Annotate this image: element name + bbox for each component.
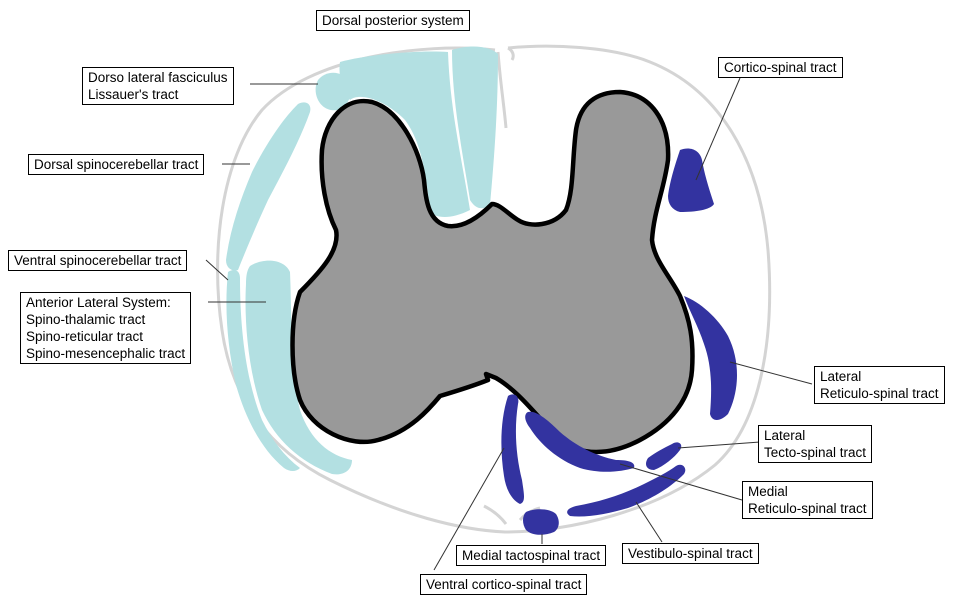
label-text-line: Lateral xyxy=(820,369,862,384)
lateral-reticulo-spinal-tract-shape xyxy=(684,296,737,420)
leader-vestibulo xyxy=(635,501,663,543)
label-text-line: Anterior Lateral System: xyxy=(26,295,171,310)
label-text-line: Dorso lateral fasciculus xyxy=(88,70,228,85)
label-lateral-tecto-spinal-tract: Lateral Tecto-spinal tract xyxy=(758,425,873,463)
leader-medial-reticulo xyxy=(619,463,743,501)
spinal-cord-outline xyxy=(216,44,772,534)
label-dorsal-spinocerebellar-tract: Dorsal spinocerebellar tract xyxy=(28,154,205,175)
label-text-line: Reticulo-spinal tract xyxy=(748,501,867,516)
medial-reticulo-spinal-tract-shape xyxy=(525,411,635,472)
dorsal-spinocerebellar-tract-shape xyxy=(226,102,311,271)
label-vestibulo-spinal-tract: Vestibulo-spinal tract xyxy=(622,543,759,564)
label-text-line: Spino-thalamic tract xyxy=(26,312,146,327)
anterior-lateral-system-tract xyxy=(245,260,352,475)
label-text-line: Medial xyxy=(748,484,788,499)
leader-ventral-cortico xyxy=(433,447,505,571)
label-text-line: Tecto-spinal tract xyxy=(764,445,867,460)
label-text-line: Lissauer's tract xyxy=(88,87,179,102)
label-cortico-spinal-tract: Cortico-spinal tract xyxy=(718,57,843,78)
dorso-lateral-fasciculus-tract xyxy=(315,72,352,111)
leader-lateral-tecto xyxy=(677,441,761,449)
label-text: Dorsal spinocerebellar tract xyxy=(34,157,199,172)
dorsal-column-tract-medial xyxy=(452,46,498,209)
leader-cortico-spinal xyxy=(695,77,741,181)
label-text: Ventral spinocerebellar tract xyxy=(14,253,182,268)
label-text-line: Lateral xyxy=(764,428,806,443)
ventral-cortico-spinal-tract-shape xyxy=(501,394,524,504)
label-text-line: Spino-reticular tract xyxy=(26,329,144,344)
label-text: Vestibulo-spinal tract xyxy=(628,546,753,561)
cortico-spinal-tract-shape xyxy=(668,148,714,212)
label-text-line: Reticulo-spinal tract xyxy=(820,386,939,401)
label-anterior-lateral-system: Anterior Lateral System: Spino-thalamic … xyxy=(20,292,192,364)
label-text: Ventral cortico-spinal tract xyxy=(426,577,582,592)
grey-matter xyxy=(290,89,695,455)
leader-ventral-spinocerebellar xyxy=(205,259,229,281)
dorsal-column-tract-lateral xyxy=(339,51,470,218)
label-medial-tactospinal-tract: Medial tactospinal tract xyxy=(456,545,607,566)
label-ventral-cortico-spinal-tract: Ventral cortico-spinal tract xyxy=(420,574,588,595)
label-lateral-reticulo-spinal-tract: Lateral Reticulo-spinal tract xyxy=(814,366,945,404)
leader-lateral-reticulo xyxy=(729,361,813,385)
label-dorsal-posterior-system: Dorsal posterior system xyxy=(316,10,470,31)
vestibulo-spinal-tract-shape xyxy=(567,464,686,517)
label-text: Cortico-spinal tract xyxy=(724,60,837,75)
label-text: Medial tactospinal tract xyxy=(462,548,601,563)
medial-tactospinal-tract-shape xyxy=(523,509,559,535)
label-medial-reticulo-spinal-tract: Medial Reticulo-spinal tract xyxy=(742,481,873,519)
ventral-spinocerebellar-tract-shape xyxy=(226,270,300,471)
lateral-tecto-spinal-tract-shape xyxy=(646,442,682,470)
dorsal-median-septum xyxy=(496,46,515,129)
label-text-line: Spino-mesencephalic tract xyxy=(26,346,186,361)
label-text: Dorsal posterior system xyxy=(322,13,464,28)
label-ventral-spinocerebellar-tract: Ventral spinocerebellar tract xyxy=(8,250,188,271)
label-dorso-lateral-fasciculus: Dorso lateral fasciculus Lissauer's trac… xyxy=(82,67,234,105)
